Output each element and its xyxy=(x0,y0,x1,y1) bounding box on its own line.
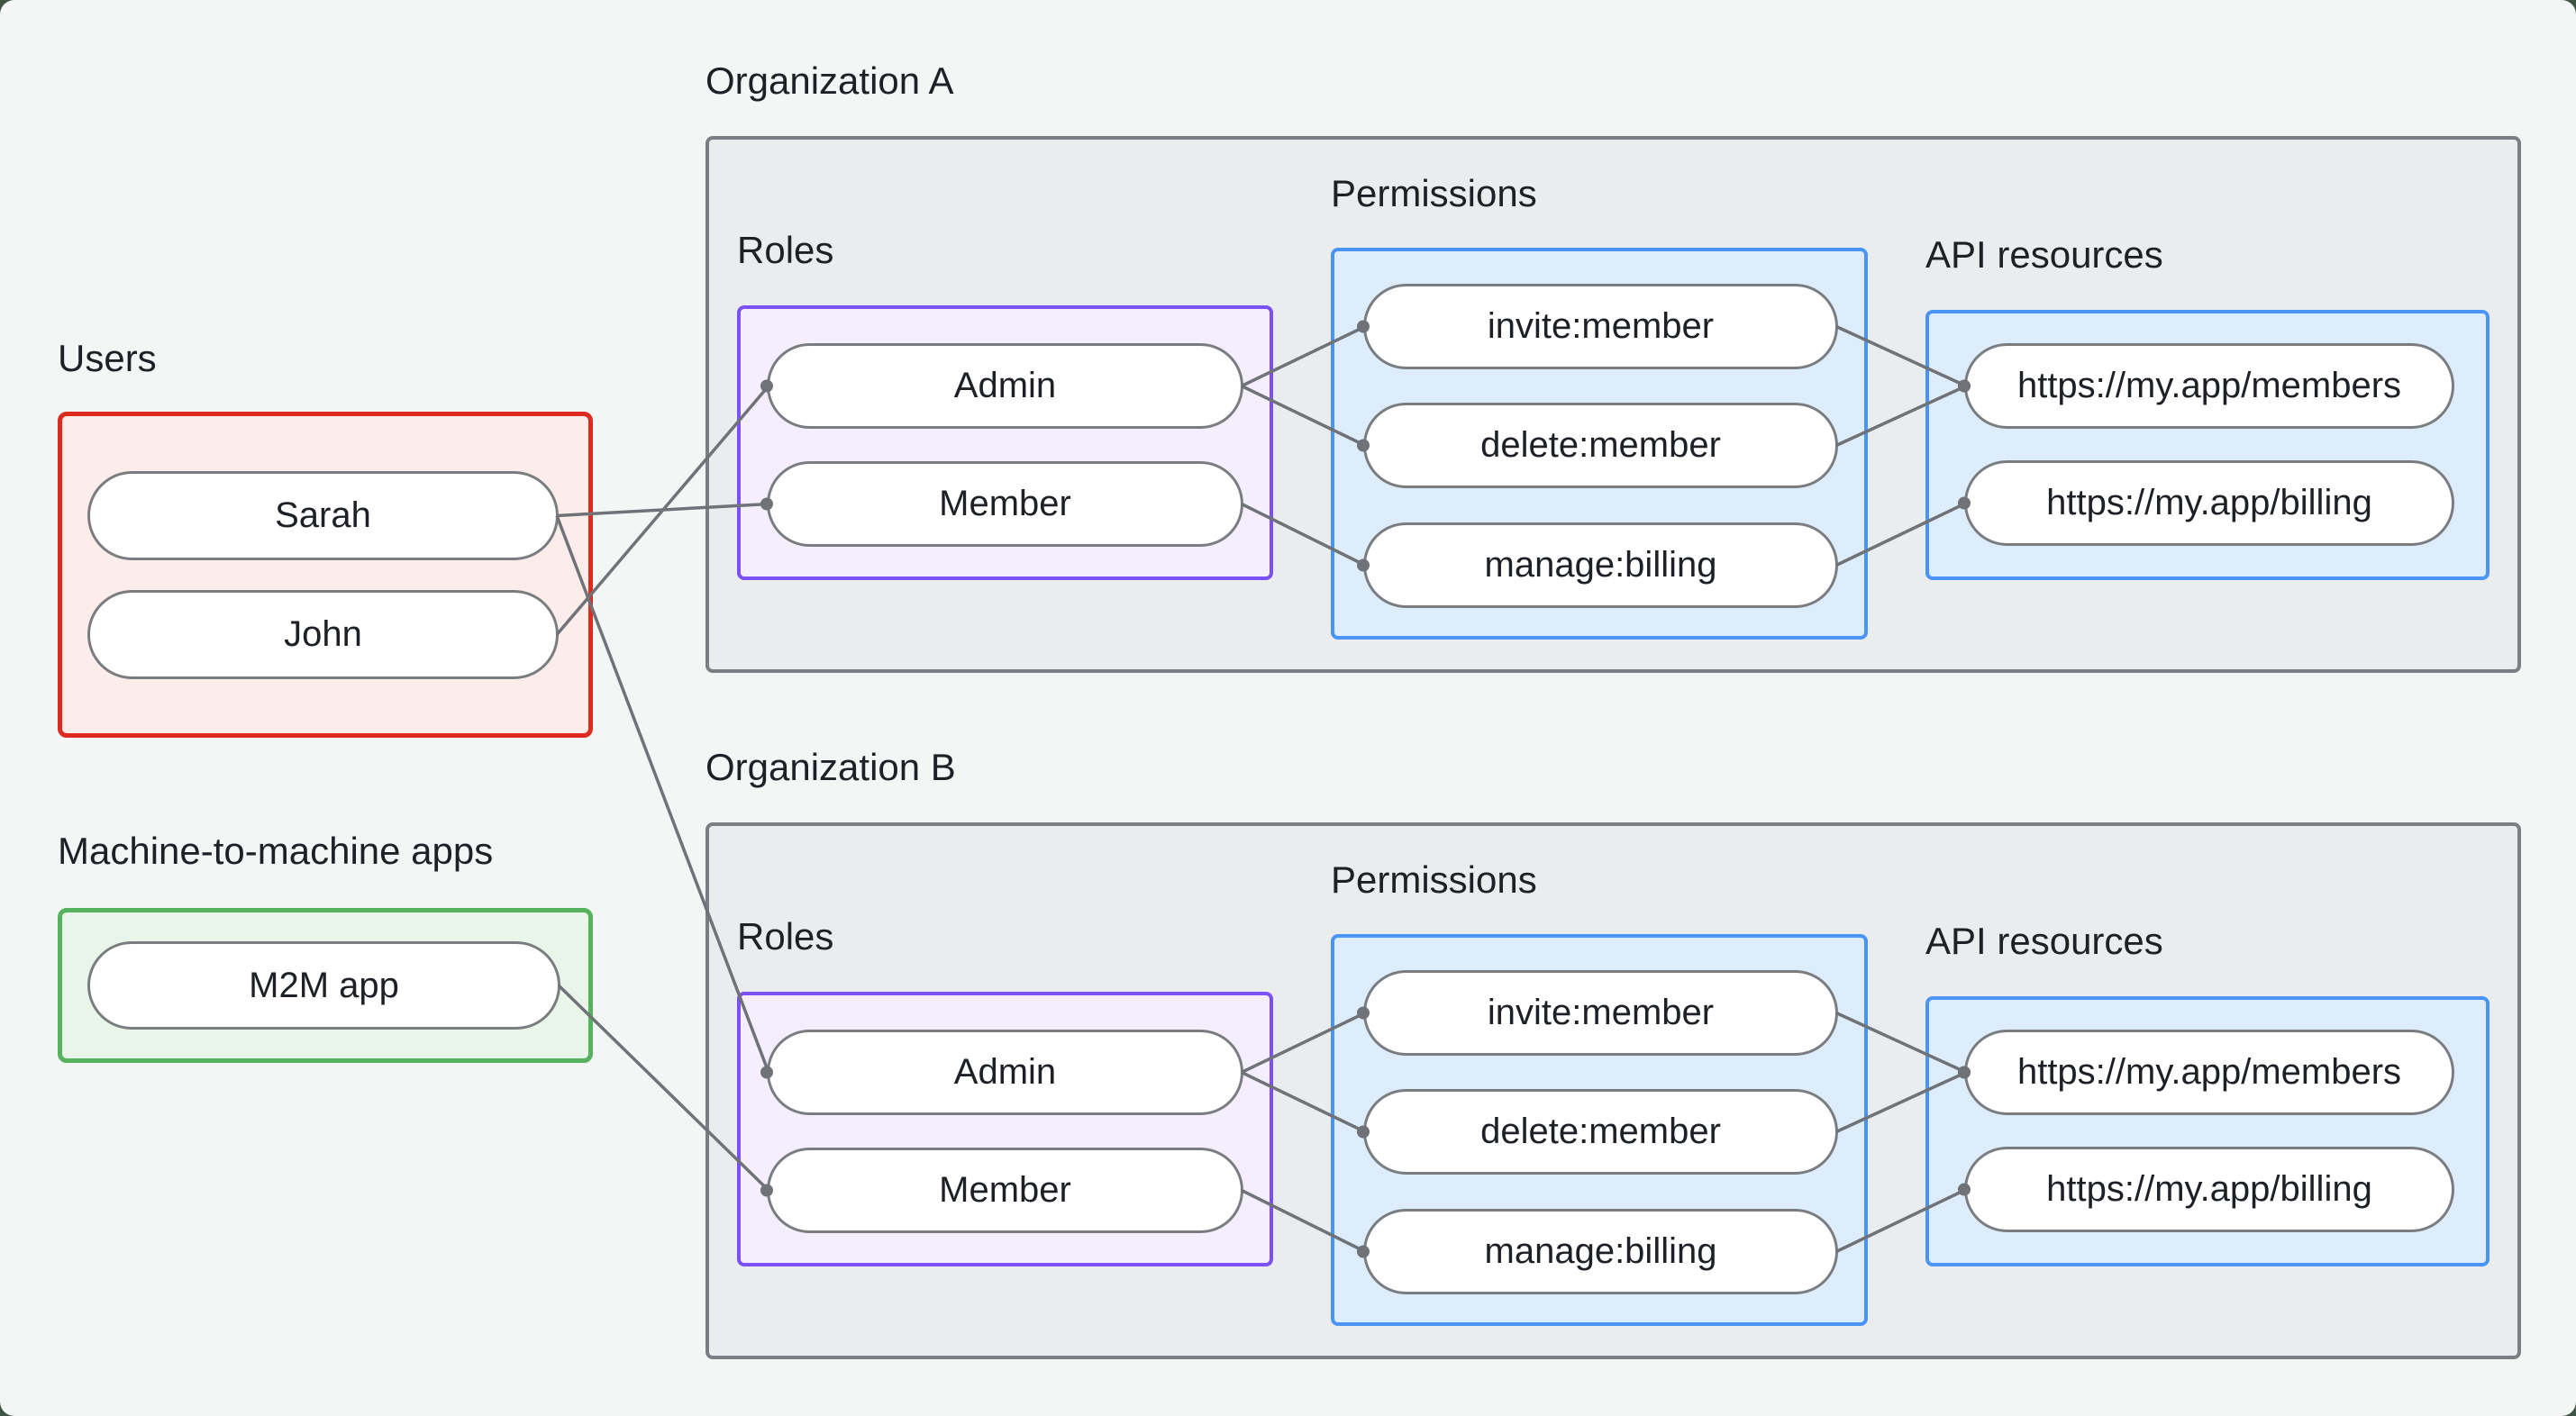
roles-label-org-b: Roles xyxy=(737,915,834,958)
permission-node-manage-billing-org-a: manage:billing xyxy=(1363,522,1838,608)
role-node-member-org-b: Member xyxy=(767,1148,1243,1233)
user-node-john: John xyxy=(87,590,559,679)
permission-node-invite-member-org-a: invite:member xyxy=(1363,284,1838,369)
permissions-label-org-b: Permissions xyxy=(1331,858,1537,901)
m2m-group-label: Machine-to-machine apps xyxy=(58,830,494,872)
permission-node-delete-member-org-a: delete:member xyxy=(1363,403,1838,488)
api-node-members-url-org-b: https://my.app/members xyxy=(1964,1030,2454,1115)
role-node-admin-org-a: Admin xyxy=(767,343,1243,429)
role-node-admin-org-b: Admin xyxy=(767,1030,1243,1115)
roles-label-org-a: Roles xyxy=(737,229,834,271)
api-node-billing-url-org-b: https://my.app/billing xyxy=(1964,1147,2454,1232)
organization-b-title: Organization B xyxy=(705,746,956,788)
organization-a-title: Organization A xyxy=(705,59,954,102)
api-resources-label-org-a: API resources xyxy=(1925,233,2163,276)
api-resources-label-org-b: API resources xyxy=(1925,920,2163,962)
permissions-label-org-a: Permissions xyxy=(1331,172,1537,214)
role-node-member-org-a: Member xyxy=(767,461,1243,547)
permission-node-invite-member-org-b: invite:member xyxy=(1363,970,1838,1056)
permission-node-delete-member-org-b: delete:member xyxy=(1363,1089,1838,1175)
users-group-box xyxy=(58,412,593,738)
api-node-billing-url-org-a: https://my.app/billing xyxy=(1964,460,2454,546)
user-node-sarah: Sarah xyxy=(87,471,559,560)
m2m-app-node: M2M app xyxy=(87,941,560,1030)
permission-node-manage-billing-org-b: manage:billing xyxy=(1363,1209,1838,1294)
users-group-label: Users xyxy=(58,337,157,379)
api-node-members-url-org-a: https://my.app/members xyxy=(1964,343,2454,429)
